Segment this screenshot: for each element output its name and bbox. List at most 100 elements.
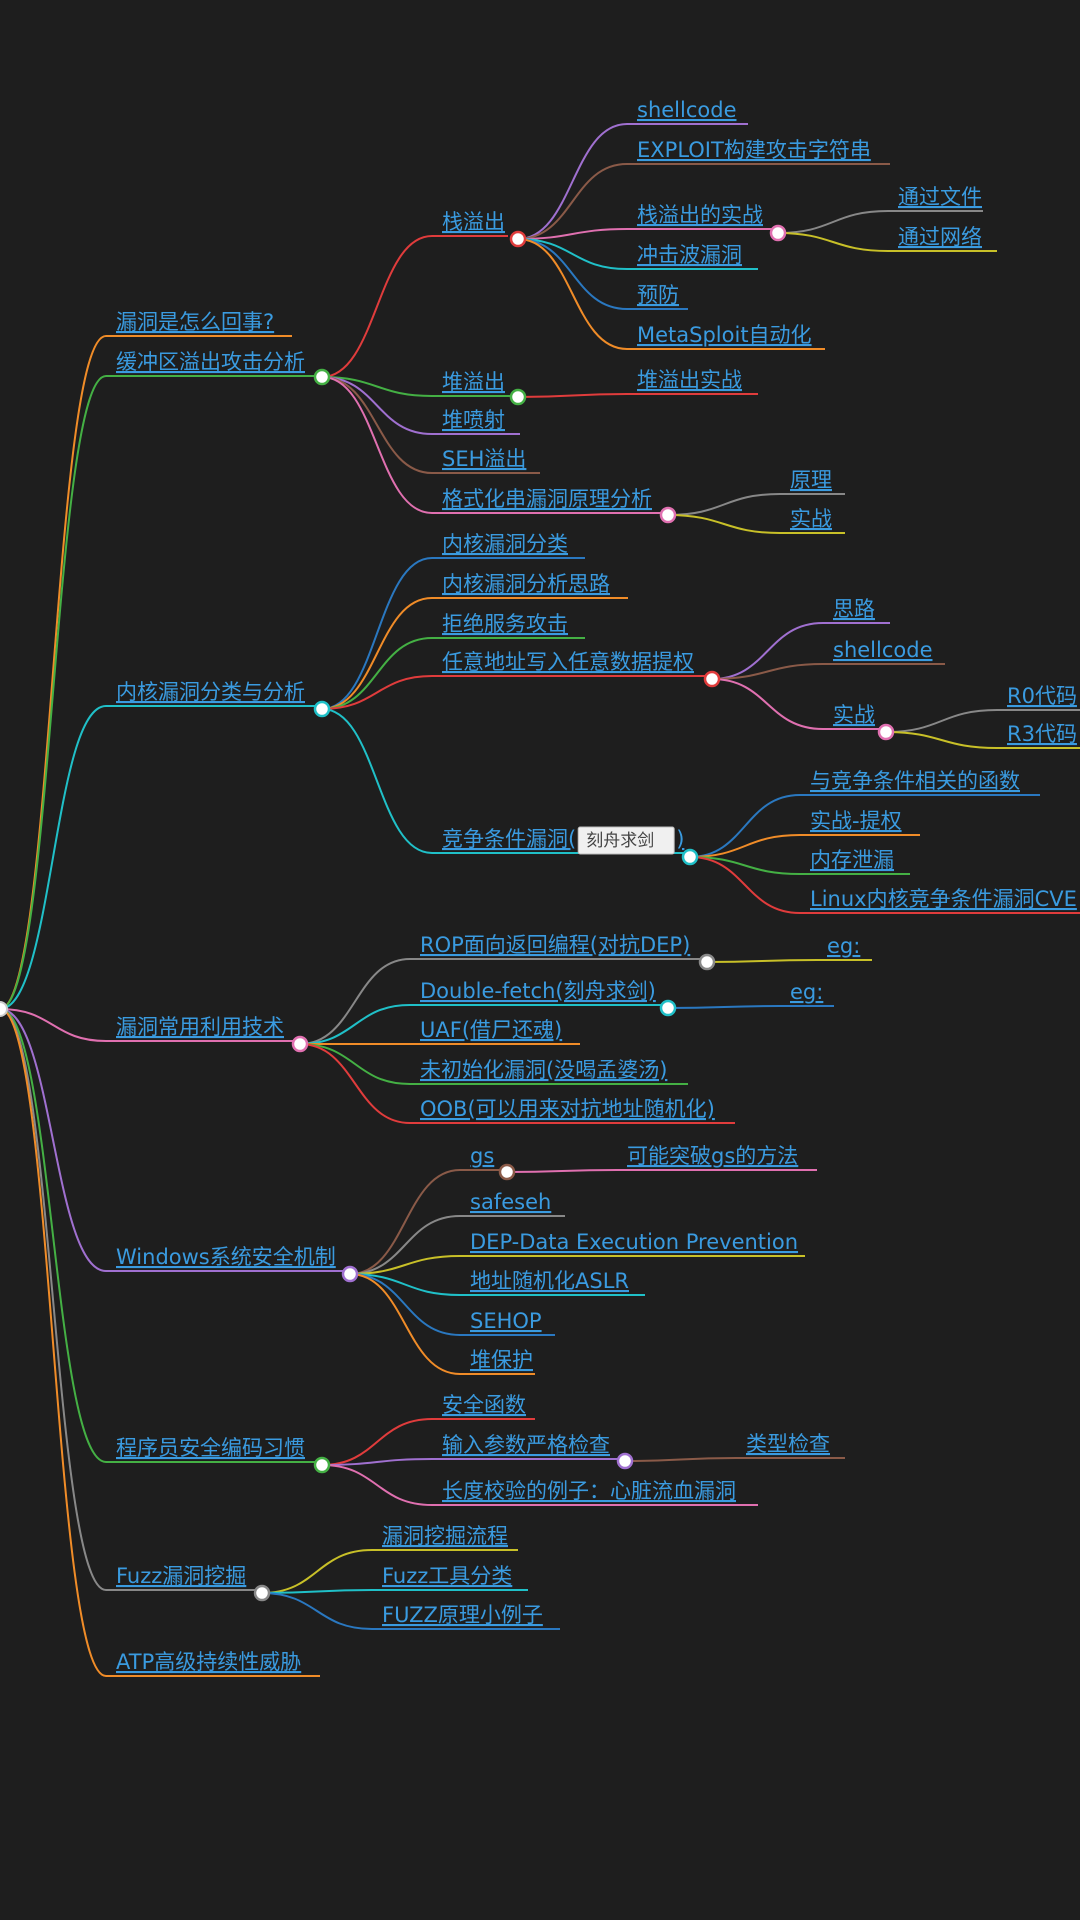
edge-n2a4 <box>517 238 628 270</box>
node-label-n2a[interactable]: 栈溢出 <box>442 210 505 234</box>
collapse-knob-n2e[interactable] <box>659 506 677 524</box>
collapse-knob-n2a[interactable] <box>509 230 527 248</box>
edge-n4d <box>299 1043 411 1085</box>
collapse-knob-n3d3[interactable] <box>877 723 895 741</box>
edge-n5c <box>349 1255 461 1275</box>
node-label-n2a2[interactable]: EXPLOIT构建攻击字符串 <box>637 138 871 162</box>
edge-n3d2 <box>711 663 824 680</box>
collapse-knob-n4a[interactable] <box>698 953 716 971</box>
collapse-knob-n2a3[interactable] <box>769 224 787 242</box>
node-label-n5c[interactable]: DEP-Data Execution Prevention <box>470 1230 798 1254</box>
node-label-n2d[interactable]: SEH溢出 <box>442 447 526 471</box>
edge-n5b <box>349 1215 461 1275</box>
node-label-n7b[interactable]: Fuzz工具分类 <box>382 1564 512 1588</box>
node-label-n3d2[interactable]: shellcode <box>833 638 932 662</box>
node-label-n3e3[interactable]: 内存泄漏 <box>810 848 894 872</box>
node-label-n2b1[interactable]: 堆溢出实战 <box>637 368 742 392</box>
node-label-n7[interactable]: Fuzz漏洞挖掘 <box>116 1564 246 1588</box>
node-label-n3e2[interactable]: 实战-提权 <box>810 809 902 833</box>
node-label-n2b[interactable]: 堆溢出 <box>442 370 505 394</box>
node-label-n6c[interactable]: 长度校验的例子：心脏流血漏洞 <box>442 1479 736 1503</box>
node-label-n1[interactable]: 漏洞是怎么回事? <box>116 310 274 334</box>
collapse-knob-n7[interactable] <box>253 1584 271 1602</box>
edge-n3e3 <box>689 856 801 875</box>
edge-n4a <box>299 958 411 1045</box>
node-label-n3e4[interactable]: Linux内核竞争条件漏洞CVE <box>810 887 1077 911</box>
collapse-knob-n6[interactable] <box>313 1456 331 1474</box>
node-label-n2a3b[interactable]: 通过网络 <box>898 225 982 249</box>
node-label-n2[interactable]: 缓冲区溢出攻击分析 <box>116 350 305 374</box>
node-label-n5a[interactable]: gs <box>470 1144 494 1168</box>
node-label-n5a1[interactable]: 可能突破gs的方法 <box>627 1144 798 1168</box>
edge-n3e <box>321 708 433 854</box>
collapse-knob-n3d[interactable] <box>703 670 721 688</box>
edge-n7 <box>0 1008 107 1591</box>
node-label-n4c[interactable]: UAF(借尸还魂) <box>420 1018 562 1042</box>
node-label-n7c[interactable]: FUZZ原理小例子 <box>382 1603 543 1627</box>
collapse-knob-n6b[interactable] <box>616 1452 634 1470</box>
node-label-n5[interactable]: Windows系统安全机制 <box>116 1245 336 1269</box>
collapse-knob-n4[interactable] <box>291 1035 309 1053</box>
edge-n2b <box>321 376 433 397</box>
edge-n5e <box>349 1273 461 1336</box>
node-label-n8[interactable]: ATP高级持续性威胁 <box>116 1650 301 1674</box>
node-label-n7a[interactable]: 漏洞挖掘流程 <box>382 1524 508 1548</box>
collapse-knob-n4b[interactable] <box>659 999 677 1017</box>
node-label-n4[interactable]: 漏洞常用利用技术 <box>116 1015 284 1039</box>
collapse-knob-n2[interactable] <box>313 368 331 386</box>
node-label-n3a[interactable]: 内核漏洞分类 <box>442 532 568 556</box>
edge-n2d <box>321 376 433 474</box>
root-knob[interactable] <box>0 1001 8 1017</box>
node-label-n4e[interactable]: OOB(可以用来对抗地址随机化) <box>420 1097 715 1121</box>
edge-n2a3a <box>777 210 889 234</box>
node-label-n3c[interactable]: 拒绝服务攻击 <box>442 612 568 636</box>
edge-n2e2 <box>667 514 781 534</box>
node-label-n3d3b[interactable]: R3代码 <box>1007 722 1077 746</box>
collapse-knob-n5a[interactable] <box>498 1163 516 1181</box>
node-label-n3b[interactable]: 内核漏洞分析思路 <box>442 572 610 596</box>
node-label-n3e[interactable]: 竞争条件漏洞( <box>442 827 576 851</box>
node-label-n3d3[interactable]: 实战 <box>833 703 875 727</box>
node-label-n3d1[interactable]: 思路 <box>833 597 875 621</box>
node-label-n6a[interactable]: 安全函数 <box>442 1393 526 1417</box>
node-label-n4b1[interactable]: eg: <box>790 980 823 1004</box>
node-label-n5e[interactable]: SEHOP <box>470 1309 542 1333</box>
collapse-knob-n3[interactable] <box>313 700 331 718</box>
edge-n3e2 <box>689 834 801 858</box>
collapse-knob-n2b[interactable] <box>509 388 527 406</box>
node-label-n2c[interactable]: 堆喷射 <box>442 408 505 432</box>
node-label-n3d3a[interactable]: R0代码 <box>1007 684 1077 708</box>
node-label-n2e2[interactable]: 实战 <box>790 507 832 531</box>
node-label-n4d[interactable]: 未初始化漏洞(没喝孟婆汤) <box>420 1058 667 1082</box>
node-label-n4a[interactable]: ROP面向返回编程(对抗DEP) <box>420 933 690 957</box>
collapse-knob-n5[interactable] <box>341 1265 359 1283</box>
node-label-n3[interactable]: 内核漏洞分类与分析 <box>116 680 305 704</box>
node-label-n6[interactable]: 程序员安全编码习惯 <box>116 1436 305 1460</box>
edge-n8 <box>0 1008 107 1677</box>
collapse-knob-n3e[interactable] <box>681 848 699 866</box>
node-label-n4a1[interactable]: eg: <box>827 934 860 958</box>
node-label-n2a3a[interactable]: 通过文件 <box>898 185 982 209</box>
node-label-n6b[interactable]: 输入参数严格检查 <box>442 1433 610 1457</box>
node-label-n5d[interactable]: 地址随机化ASLR <box>470 1269 629 1293</box>
node-label-n3e1[interactable]: 与竞争条件相关的函数 <box>810 769 1020 793</box>
node-label-n2e[interactable]: 格式化串漏洞原理分析 <box>442 487 652 511</box>
node-label-n2a4[interactable]: 冲击波漏洞 <box>637 243 742 267</box>
edge-n2a1 <box>517 123 628 240</box>
edge-n2a3b <box>777 232 889 252</box>
edge-n2e1 <box>667 493 781 516</box>
node-label-n3d[interactable]: 任意地址写入任意数据提权 <box>442 650 694 674</box>
node-label-n6b1[interactable]: 类型检查 <box>746 1432 830 1456</box>
edge-n2c <box>321 376 433 435</box>
node-label-n5f[interactable]: 堆保护 <box>470 1348 533 1372</box>
edge-n5f <box>349 1273 461 1375</box>
node-label-n2a1[interactable]: shellcode <box>637 98 736 122</box>
node-label-n2a5[interactable]: 预防 <box>637 283 679 307</box>
node-label-n2a6[interactable]: MetaSploit自动化 <box>637 323 812 347</box>
node-label-n2a3[interactable]: 栈溢出的实战 <box>637 203 763 227</box>
edge-n3d1 <box>711 622 824 680</box>
node-label-n2e1[interactable]: 原理 <box>790 468 832 492</box>
edge-layer <box>0 123 1080 1677</box>
node-label-n5b[interactable]: safeseh <box>470 1190 551 1214</box>
node-label-n4b[interactable]: Double-fetch(刻舟求剑) <box>420 979 656 1003</box>
